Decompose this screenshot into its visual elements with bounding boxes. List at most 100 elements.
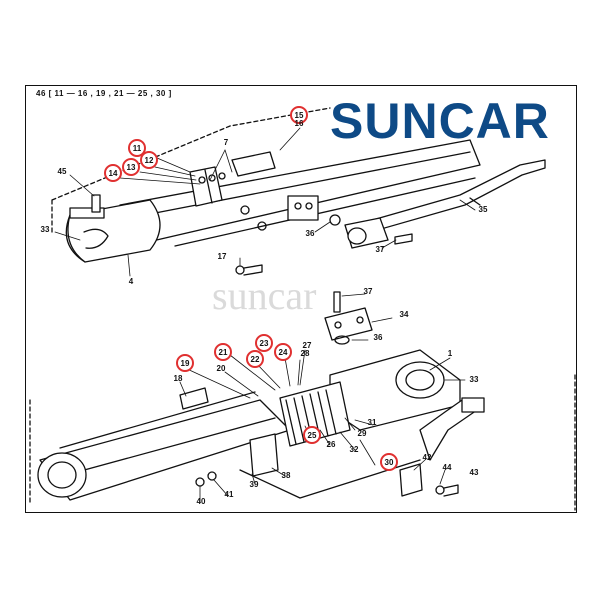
- callout-44: 44: [443, 463, 452, 472]
- callout-16: 16: [295, 119, 304, 128]
- callout-label: 29: [358, 429, 367, 438]
- lower-head-end: [329, 349, 461, 431]
- diagram-header: 46 [ 11 — 16 , 19 , 21 — 25 , 30 ]: [36, 89, 172, 98]
- lower-rod-end-eye: [37, 452, 87, 498]
- callout-29: 29: [358, 429, 367, 438]
- lower-hose-pipe: [419, 397, 485, 461]
- callout-40: 40: [197, 497, 206, 506]
- callout-21: 21: [214, 343, 232, 361]
- callout-label: 31: [368, 418, 377, 427]
- callout-31: 31: [368, 418, 377, 427]
- lower-piston-spring: [279, 381, 351, 447]
- callout-label: 26: [327, 440, 336, 449]
- callout-label: 32: [350, 445, 359, 454]
- callout-label: 43: [470, 468, 479, 477]
- lower-bolt-39-41: [195, 471, 217, 487]
- callout-36: 36: [374, 333, 383, 342]
- callout-22: 22: [246, 350, 264, 368]
- callout-13: 13: [122, 158, 140, 176]
- callout-19: 19: [176, 354, 194, 372]
- callout-label: 33: [470, 375, 479, 384]
- callout-label: 23: [260, 339, 269, 348]
- lower-clip-18: [179, 387, 209, 410]
- callout-23: 23: [255, 334, 273, 352]
- callout-label: 4: [129, 277, 134, 286]
- callout-ring: [380, 453, 398, 471]
- lower-flange-34: [324, 307, 373, 345]
- callout-43: 43: [470, 468, 479, 477]
- callout-label: 33: [41, 225, 50, 234]
- brand-logo: SUNCAR: [330, 93, 550, 149]
- callout-11: 11: [128, 139, 146, 157]
- upper-cylinder-tube: [119, 139, 481, 247]
- callout-label: 45: [58, 167, 67, 176]
- callout-ring: [214, 343, 232, 361]
- callout-35: 35: [479, 205, 488, 214]
- callout-27: 27: [303, 341, 312, 350]
- upper-rod-end-clevis: [65, 199, 161, 263]
- callout-34: 34: [400, 310, 409, 319]
- callout-label: 39: [250, 480, 259, 489]
- callout-25: 25: [303, 426, 321, 444]
- upper-bolt-17: [235, 264, 263, 276]
- callout-label: 17: [218, 252, 227, 261]
- leader-lines: [54, 127, 476, 503]
- callout-ring: [128, 139, 146, 157]
- callout-28: 28: [301, 349, 310, 358]
- callout-ring: [176, 354, 194, 372]
- callout-ring: [122, 158, 140, 176]
- callout-label: 38: [282, 471, 291, 480]
- lower-bolt-43-44: [435, 484, 459, 497]
- callout-20: 20: [217, 364, 226, 373]
- callout-label: 11: [133, 144, 142, 153]
- callout-label: 27: [303, 341, 312, 350]
- callout-ring: [303, 426, 321, 444]
- upper-flange-block: [329, 214, 389, 249]
- callout-label: 1: [448, 349, 453, 358]
- callout-label: 30: [385, 458, 394, 467]
- upper-gland-stack: [189, 151, 276, 207]
- callout-label: 37: [376, 245, 385, 254]
- callout-ring: [140, 151, 158, 169]
- lower-bolt-37: [333, 291, 341, 313]
- watermark: suncar: [212, 273, 317, 318]
- callout-37: 37: [376, 245, 385, 254]
- callout-45: 45: [58, 167, 67, 176]
- callout-label: 44: [443, 463, 452, 472]
- callout-32: 32: [350, 445, 359, 454]
- callout-37: 37: [364, 287, 373, 296]
- callout-ring: [246, 350, 264, 368]
- callout-label: 16: [295, 119, 304, 128]
- callout-label: 28: [301, 349, 310, 358]
- callout-label: 40: [197, 497, 206, 506]
- lower-clamp-42: [399, 463, 423, 497]
- diagram-frame: [25, 85, 577, 513]
- callout-label: 22: [251, 355, 260, 364]
- callout-label: 41: [225, 490, 234, 499]
- callout-33: 33: [470, 375, 479, 384]
- callout-ring: [104, 164, 122, 182]
- callout-label: 20: [217, 364, 226, 373]
- callout-label: 19: [181, 359, 190, 368]
- callout-label: 14: [109, 169, 118, 178]
- callout-26: 26: [327, 440, 336, 449]
- callout-label: 7: [224, 138, 229, 147]
- callout-38: 38: [282, 471, 291, 480]
- callout-36: 36: [306, 229, 315, 238]
- callout-label: 15: [295, 111, 304, 120]
- callout-label: 36: [306, 229, 315, 238]
- callout-label: 18: [174, 374, 183, 383]
- callout-label: 24: [279, 348, 288, 357]
- lower-band-38: [239, 433, 421, 499]
- callout-label: 25: [308, 431, 317, 440]
- callout-4: 4: [129, 277, 134, 286]
- callout-24: 24: [274, 343, 292, 361]
- callout-41: 41: [225, 490, 234, 499]
- callout-ring: [255, 334, 273, 352]
- callout-18: 18: [174, 374, 183, 383]
- callout-12: 12: [140, 151, 158, 169]
- callout-7: 7: [224, 138, 229, 147]
